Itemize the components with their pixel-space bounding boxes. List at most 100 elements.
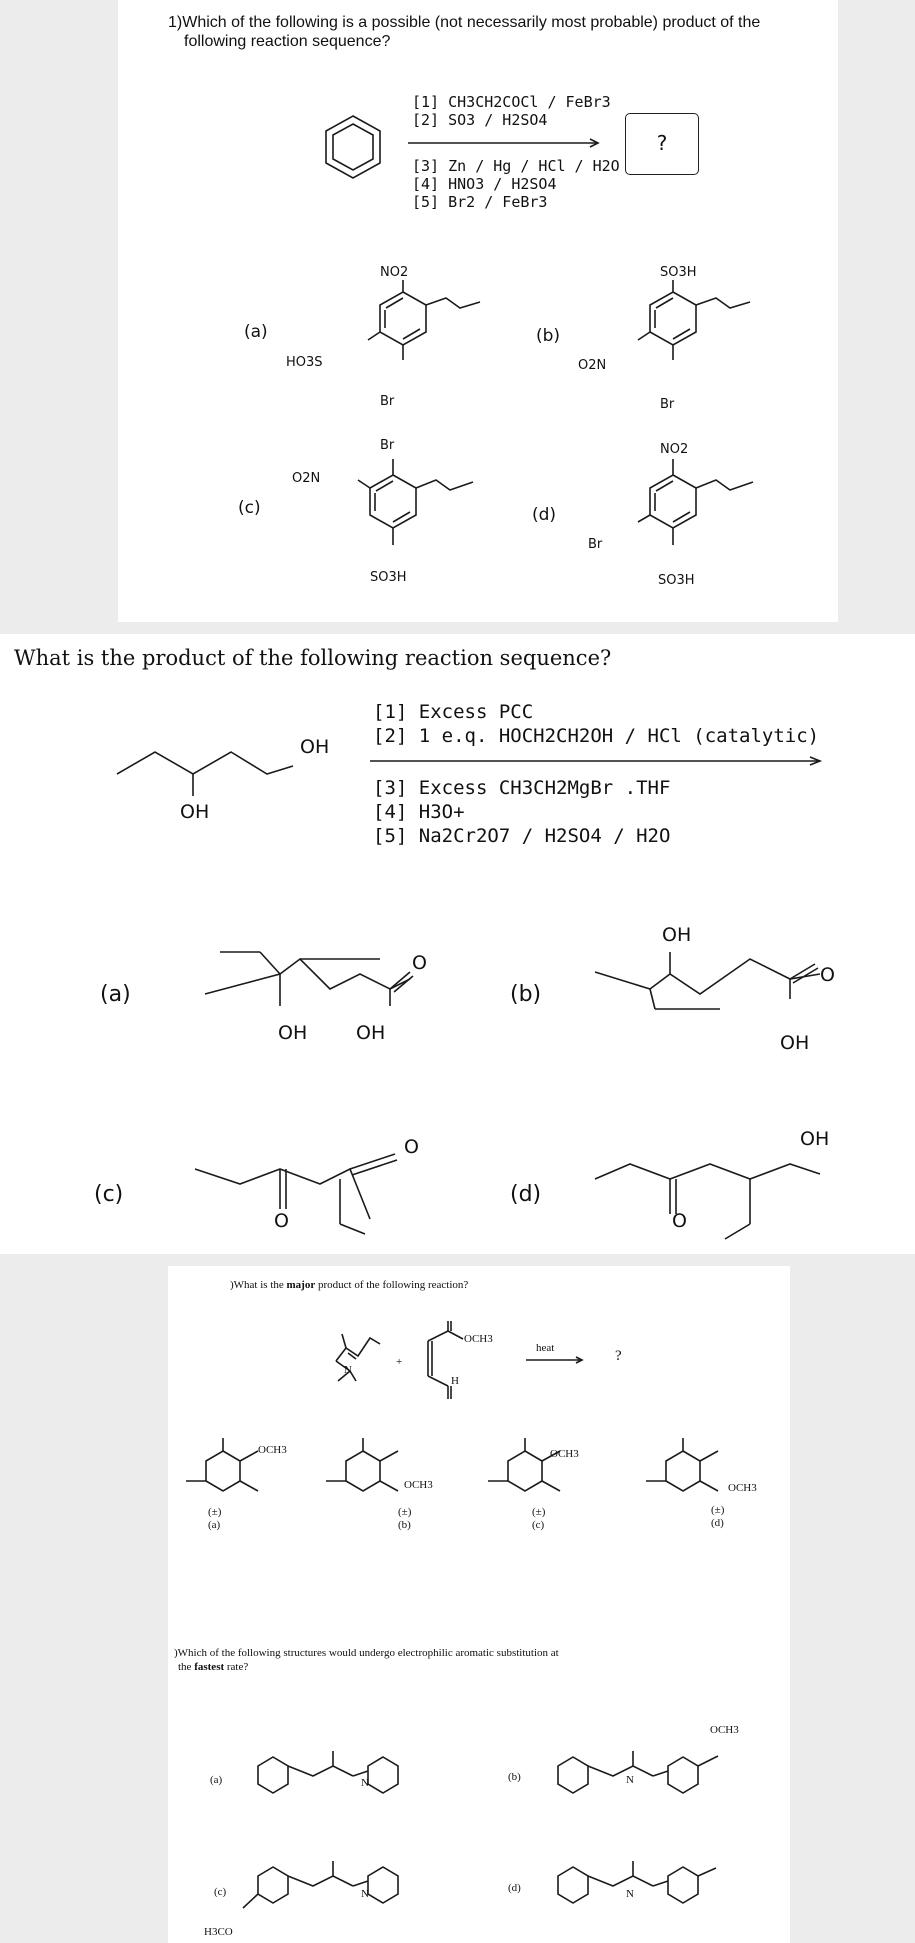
q3-a-racemic: (±) [208, 1506, 222, 1518]
q2-reagent-4: [4] H3O+ [373, 801, 465, 823]
q2-b-oh-2: OH [780, 1032, 810, 1054]
q1-product-box: ? [625, 113, 699, 175]
q3-title-prefix: )What is the [230, 1279, 287, 1291]
q4-d-n: N [626, 1888, 634, 1900]
q2-option-c-label[interactable]: (c) [94, 1182, 124, 1207]
q4-title-suffix: rate? [224, 1661, 249, 1673]
q1-b-br: Br [660, 397, 675, 412]
q4-b-och3: OCH3 [710, 1724, 739, 1736]
q1-c-br: Br [380, 438, 395, 453]
q2-reagent-2: [2] 1 e.q. HOCH2CH2OH / HCl (catalytic) [373, 725, 820, 747]
q2-option-a-structure [204, 951, 414, 1006]
q1-option-b-structure [637, 280, 751, 360]
q2-title: What is the product of the following rea… [14, 646, 612, 670]
q1-b-so3h: SO3H [660, 265, 697, 280]
q2-start-oh-1: OH [300, 736, 330, 758]
q4-title-bold: fastest [194, 1661, 225, 1673]
q3-option-d-label[interactable]: (d) [711, 1517, 724, 1529]
q3-dienophile-och3: OCH3 [464, 1333, 493, 1345]
q1-reagent-3: [3] Zn / Hg / HCl / H2O [412, 157, 620, 175]
q3-option-a-label[interactable]: (a) [208, 1519, 221, 1531]
q1-option-a-label[interactable]: (a) [244, 322, 268, 342]
q3-d-och3: OCH3 [728, 1482, 757, 1494]
q3-option-c-structure [488, 1438, 561, 1492]
q4-option-d-structure [557, 1861, 717, 1904]
q3-b-och3: OCH3 [404, 1479, 433, 1491]
q4-option-a-label[interactable]: (a) [210, 1774, 223, 1786]
q3-title-suffix: product of the following reaction? [315, 1279, 469, 1291]
q1-a-br: Br [380, 394, 395, 409]
q1-option-c-label[interactable]: (c) [238, 498, 261, 518]
q2-option-a-label[interactable]: (a) [100, 982, 131, 1007]
q2-b-oh-1: OH [662, 924, 692, 946]
q3-option-c-label[interactable]: (c) [532, 1519, 545, 1531]
q3-plus: + [396, 1356, 403, 1368]
q3-option-d-structure [646, 1438, 719, 1492]
q1-a-no2: NO2 [380, 265, 409, 280]
q1-option-d-structure [637, 459, 754, 545]
q3-b-racemic: (±) [398, 1506, 412, 1518]
q2-d-o: O [672, 1210, 687, 1232]
q1-a-ho3s: HO3S [286, 355, 323, 370]
q2-option-b-label[interactable]: (b) [510, 982, 542, 1007]
q2-a-o: O [412, 952, 427, 974]
q3-unknown: ? [615, 1348, 622, 1364]
q2-b-o: O [820, 964, 835, 986]
q1-reagent-4: [4] HNO3 / H2SO4 [412, 175, 557, 193]
q1-option-b-label[interactable]: (b) [536, 326, 561, 346]
q4-option-b-label[interactable]: (b) [508, 1771, 521, 1783]
q1-c-so3h: SO3H [370, 570, 407, 585]
q4-option-d-label[interactable]: (d) [508, 1882, 521, 1894]
question-3-4-panel: )What is the major product of the follow… [168, 1266, 790, 1943]
q1-d-no2: NO2 [660, 442, 689, 457]
q4-b-n: N [626, 1774, 634, 1786]
q3-reaction-arrow [526, 1356, 584, 1364]
q3-title: )What is the major product of the follow… [230, 1279, 468, 1291]
q2-option-d-label[interactable]: (d) [510, 1182, 542, 1207]
q3-d-racemic: (±) [711, 1504, 725, 1516]
q3-option-a-structure [186, 1438, 259, 1492]
q3-option-b-structure [326, 1438, 399, 1492]
q2-option-c-structure [194, 1153, 398, 1235]
q1-d-so3h: SO3H [658, 573, 695, 588]
q1-option-a-structure [367, 280, 481, 360]
q4-option-a-structure [257, 1751, 399, 1794]
q3-c-och3: OCH3 [550, 1448, 579, 1460]
q4-title-line1: )Which of the following structures would… [174, 1647, 559, 1659]
q1-option-d-label[interactable]: (d) [532, 505, 557, 525]
q1-b-o2n: O2N [578, 358, 607, 373]
q3-c-racemic: (±) [532, 1506, 546, 1518]
q1-reagent-2: [2] SO3 / H2SO4 [412, 111, 548, 129]
q3-diene-structure [335, 1333, 381, 1382]
q2-reagent-5: [5] Na2Cr2O7 / H2SO4 / H2O [373, 825, 671, 847]
q3-diene-n: N [344, 1364, 352, 1376]
q1-reagent-5: [5] Br2 / FeBr3 [412, 193, 548, 211]
q3-title-bold: major [286, 1279, 316, 1291]
benzene-structure [325, 115, 381, 179]
q1-c-o2n: O2N [292, 471, 321, 486]
q2-a-oh-1: OH [278, 1022, 308, 1044]
q1-reagent-1: [1] CH3CH2COCl / FeBr3 [412, 93, 611, 111]
q2-option-d-structure [594, 1163, 821, 1240]
q3-dienophile-structure [427, 1321, 464, 1399]
q4-title-line2: the fastest rate? [178, 1661, 248, 1673]
q3-option-b-label[interactable]: (b) [398, 1519, 411, 1531]
q4-option-b-structure [557, 1751, 719, 1794]
q4-c-n: N [361, 1888, 369, 1900]
q1-reaction-arrow [408, 138, 600, 148]
q1-title-line1: 1)Which of the following is a possible (… [168, 14, 761, 31]
q4-option-c-label[interactable]: (c) [214, 1886, 227, 1898]
q2-reagent-1: [1] Excess PCC [373, 701, 534, 723]
q4-a-n: N [361, 1777, 369, 1789]
question-2-panel: What is the product of the following rea… [0, 634, 915, 1254]
q2-c-o-2: O [404, 1136, 419, 1158]
q2-d-oh: OH [800, 1128, 830, 1150]
q3-a-och3: OCH3 [258, 1444, 287, 1456]
q1-title-line2: following reaction sequence? [184, 33, 391, 50]
q2-c-o-1: O [274, 1210, 289, 1232]
q4-c-h3co: H3CO [204, 1926, 233, 1938]
q2-start-oh-2: OH [180, 801, 210, 823]
q1-option-c-structure [357, 459, 474, 545]
q3-arrow-label: heat [536, 1342, 555, 1354]
q2-reagent-3: [3] Excess CH3CH2MgBr .THF [373, 777, 671, 799]
